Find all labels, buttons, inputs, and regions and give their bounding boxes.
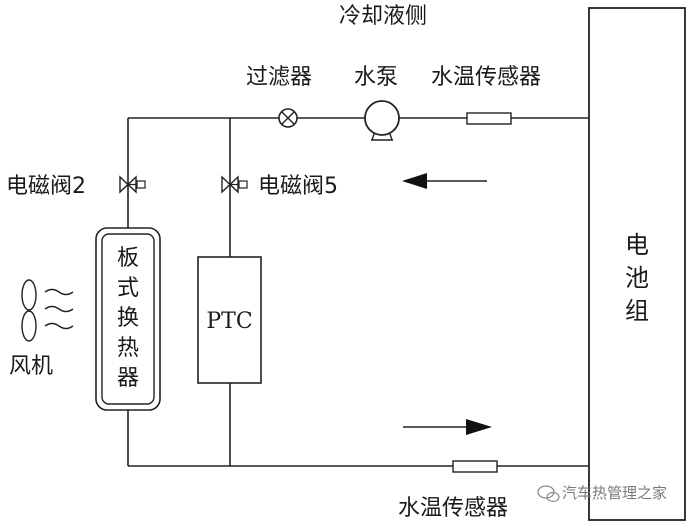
filter-icon <box>278 108 298 128</box>
valve-5-label: 电磁阀5 <box>258 174 338 199</box>
flow-arrow-right-icon <box>403 419 492 435</box>
temp-sensor-top-icon <box>466 112 512 125</box>
heat-exchanger-char-1: 板 <box>117 246 139 271</box>
solenoid-valve-2-icon <box>119 175 146 194</box>
heat-exchanger-char-2: 式 <box>117 276 139 301</box>
filter-label: 过滤器 <box>246 65 312 90</box>
valve-2-label: 电磁阀2 <box>6 174 86 199</box>
heat-exchanger-char-5: 器 <box>117 366 139 391</box>
fan-icon <box>21 279 74 342</box>
battery-pack-box <box>588 7 686 521</box>
pump-label: 水泵 <box>354 65 398 90</box>
battery-label-char-3: 组 <box>625 297 649 325</box>
watermark: 汽车热管理之家 <box>537 484 667 503</box>
flow-arrow-left-icon <box>402 173 487 189</box>
water-pump-icon <box>364 100 400 141</box>
ptc-heater-box <box>197 256 262 384</box>
fan-label: 风机 <box>9 354 53 379</box>
temp-sensor-bottom-icon <box>452 460 498 473</box>
solenoid-valve-5-icon <box>221 175 248 194</box>
plate-heat-exchanger <box>95 227 161 411</box>
coolant-side-label: 冷却液侧 <box>339 4 427 29</box>
temp-sensor-bottom-label: 水温传感器 <box>398 496 508 521</box>
temp-sensor-top-label: 水温传感器 <box>431 65 541 90</box>
heat-exchanger-char-3: 换 <box>117 306 139 331</box>
watermark-text: 汽车热管理之家 <box>562 484 667 502</box>
battery-label-char-2: 池 <box>625 264 649 292</box>
ptc-label: PTC <box>206 309 252 334</box>
wechat-icon <box>537 485 560 503</box>
heat-exchanger-char-4: 热 <box>117 336 139 361</box>
battery-label-char-1: 电 <box>625 231 649 259</box>
